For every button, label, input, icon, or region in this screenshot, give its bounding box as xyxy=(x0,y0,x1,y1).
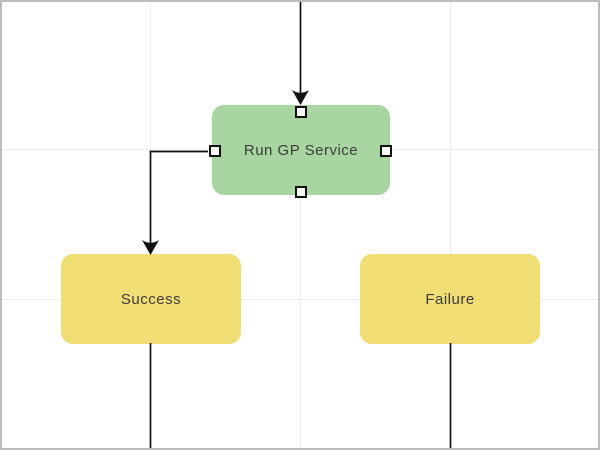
grid-line-vertical xyxy=(300,2,301,448)
grid-line-vertical xyxy=(150,2,151,448)
grid-line-horizontal xyxy=(2,299,598,300)
selection-handle-top[interactable] xyxy=(295,106,307,118)
selection-handle-right[interactable] xyxy=(380,145,392,157)
node-failure[interactable]: Failure xyxy=(360,254,540,344)
node-success-label: Success xyxy=(120,290,182,308)
selection-handle-left[interactable] xyxy=(209,145,221,157)
node-success[interactable]: Success xyxy=(61,254,241,344)
node-run-gp-service-label: Run GP Service xyxy=(243,141,359,159)
grid-line-vertical xyxy=(450,2,451,448)
node-run-gp-service[interactable]: Run GP Service xyxy=(212,105,390,195)
selection-handle-bottom[interactable] xyxy=(295,186,307,198)
node-failure-label: Failure xyxy=(425,290,475,308)
connector-run-gp-service-to-success[interactable] xyxy=(142,150,208,256)
